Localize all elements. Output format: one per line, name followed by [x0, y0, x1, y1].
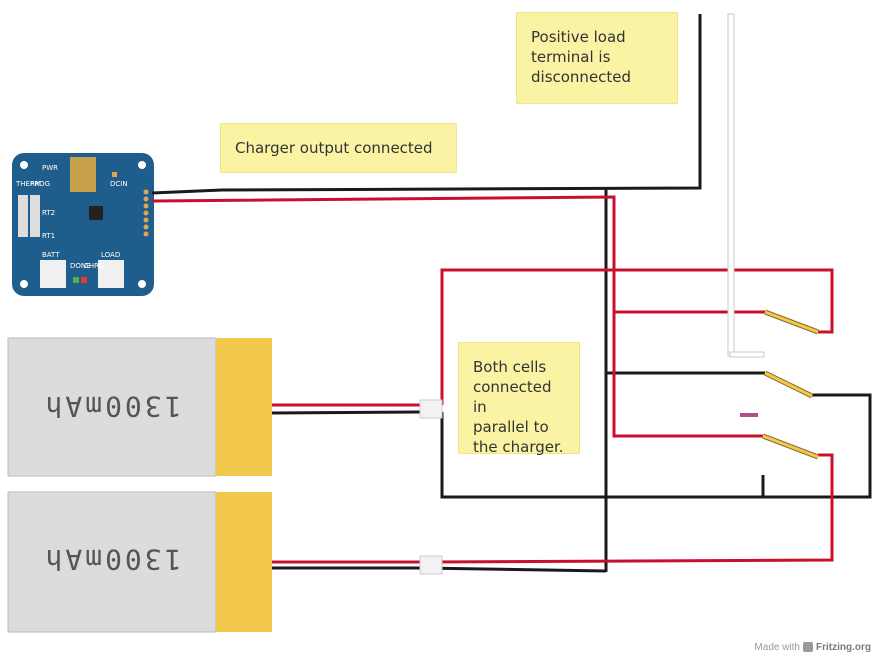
board-label-rt2: RT2 [42, 209, 55, 217]
resistor [30, 195, 40, 237]
board-label-done: DONE [70, 262, 91, 270]
battery-capacity-label: 1300mAh [42, 390, 181, 423]
battery-terminal-end [216, 338, 272, 476]
battery-terminal-end [216, 492, 272, 632]
done-led [73, 277, 79, 283]
board-label-rt1: RT1 [42, 232, 55, 240]
wire-battery-top-negative [271, 410, 421, 415]
charger-board: PWR DCIN THERM PROG RT2 RT1 BATT LOAD DO… [12, 153, 154, 296]
board-label-dcin: DCIN [110, 180, 128, 188]
wire-charger-negative [151, 14, 702, 195]
pwr-led [112, 172, 117, 177]
board-label-chrg: CHRG [84, 262, 104, 270]
battery-bottom-plug [419, 555, 443, 575]
wire-positive-loop [440, 268, 834, 405]
note-both-cells-line-1: Both cells [473, 358, 547, 376]
batt-connector [40, 260, 66, 288]
note-charger-output: Charger output connected [220, 123, 457, 173]
header-pins [143, 189, 149, 237]
wire-switch-negative-loop [440, 393, 872, 499]
wire-charger-positive [151, 195, 763, 438]
battery-capacity-label: 1300mAh [42, 543, 181, 576]
battery-bottom: 1300mAh [7, 491, 272, 633]
positive-wires [151, 195, 834, 564]
load-connector [98, 260, 124, 288]
note-positive-load-line-3: disconnected [531, 68, 632, 86]
note-both-cells: Both cells connected in parallel to the … [458, 342, 580, 456]
battery-body [7, 337, 217, 477]
switch-marker [740, 413, 758, 417]
mount-hole [20, 280, 28, 288]
board-label-load: LOAD [101, 251, 120, 259]
board-label-prog: PROG [30, 180, 50, 188]
note-positive-load: Positive load terminal is disconnected [516, 12, 678, 104]
chrg-led [81, 277, 87, 283]
disconnected-load-wire [727, 13, 735, 357]
board-label-batt: BATT [42, 251, 60, 259]
negative-wires [151, 14, 872, 573]
fritzing-logo-icon [803, 641, 813, 652]
mount-hole [20, 161, 28, 169]
note-charger-output-text: Charger output connected [235, 139, 433, 157]
board-label-therm: THERM [15, 180, 41, 188]
note-both-cells-line-4: the charger. [473, 438, 564, 456]
note-positive-load-line-1: Positive load [531, 28, 626, 46]
resistor [18, 195, 28, 237]
battery-body [7, 491, 217, 633]
note-positive-load-line-2: terminal is [531, 48, 611, 66]
board-label-pwr: PWR [42, 164, 58, 172]
fritzing-brand: Fritzing.org [816, 642, 871, 653]
battery-top-plug [419, 399, 443, 419]
mount-hole [138, 161, 146, 169]
charger-ic [89, 206, 103, 220]
mount-hole [138, 280, 146, 288]
wire-battery-bottom-positive [272, 453, 834, 564]
note-both-cells-line-3: parallel to [473, 418, 549, 436]
battery-top: 1300mAh [7, 337, 272, 477]
fritzing-credit: Made with Fritzing.org [754, 641, 871, 653]
usb-connector [70, 157, 96, 192]
switch-blades [762, 309, 819, 460]
note-both-cells-line-2: connected in [473, 378, 552, 416]
made-with-text: Made with [754, 642, 800, 653]
disconnected-load-wire-end [729, 351, 765, 358]
